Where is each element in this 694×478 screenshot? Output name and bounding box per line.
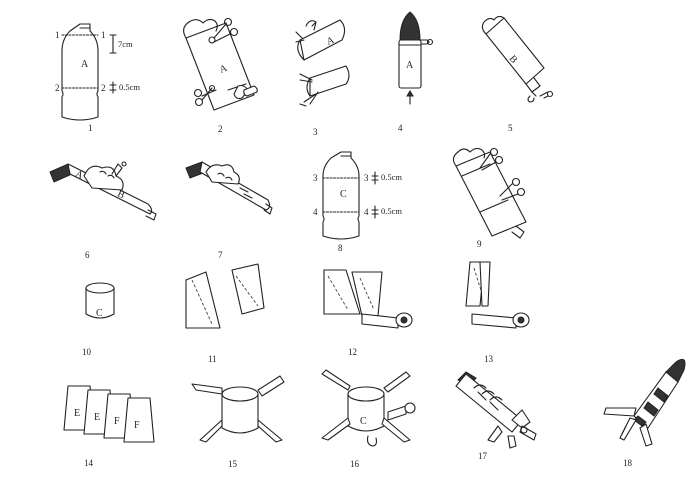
bottle-cap-icon bbox=[243, 85, 258, 97]
step-8-number: 8 bbox=[338, 243, 343, 253]
step-5-bottle-b: B 5 bbox=[481, 15, 554, 133]
step-14-fins-e-f: E E F F 14 bbox=[63, 385, 155, 468]
step-3-sheet-label: A bbox=[325, 35, 336, 48]
step-13-taped-fin: 13 bbox=[465, 261, 530, 364]
fin-f2-label: F bbox=[134, 420, 140, 431]
line-4-left-label: 4 bbox=[313, 207, 318, 217]
step-10-number: 10 bbox=[82, 347, 92, 357]
step-6-assembled-rocket: A B 6 bbox=[49, 161, 157, 260]
step-5-number: 5 bbox=[508, 123, 513, 133]
step-12-number: 12 bbox=[348, 347, 357, 357]
line-1-right-label: 1 bbox=[101, 30, 106, 40]
step-3-number: 3 bbox=[313, 127, 318, 137]
cut-top-a-dimension: 7cm bbox=[118, 39, 133, 49]
step-4-body-label: A bbox=[406, 60, 414, 71]
step-1-bottle-a: A 1 1 2 2 7cm 0.5cm 1 bbox=[55, 23, 140, 133]
step-6-lower-label: B bbox=[115, 188, 126, 201]
cut-bottom-a-dimension: 0.5cm bbox=[119, 82, 140, 92]
line-3-right-label: 3 bbox=[364, 173, 369, 183]
line-2-left-label: 2 bbox=[55, 83, 60, 93]
step-2-number: 2 bbox=[218, 124, 223, 134]
step-17-number: 17 bbox=[478, 451, 488, 461]
step-12-fins-with-tape: 12 bbox=[323, 269, 413, 357]
line-4-right-label: 4 bbox=[364, 207, 369, 217]
cylinder-c-label: C bbox=[96, 308, 103, 319]
fin-e1-label: E bbox=[74, 408, 80, 419]
arrow-up-icon bbox=[406, 90, 414, 105]
step-14-number: 14 bbox=[84, 458, 94, 468]
step-11-fin-templates: 11 bbox=[185, 263, 265, 364]
line-3-left-label: 3 bbox=[313, 173, 318, 183]
step-8-bottle-c: C 3 3 4 4 0.5cm 0.5cm 8 bbox=[313, 151, 402, 253]
step-6-number: 6 bbox=[85, 250, 90, 260]
cut-top-c-dimension: 0.5cm bbox=[381, 172, 402, 182]
step-9-cutting-bottle-c: 9 bbox=[452, 147, 527, 249]
step-2-bottle-label: A bbox=[218, 63, 229, 76]
step-4-number: 4 bbox=[398, 123, 403, 133]
step-3-rolling-sheet: A 3 bbox=[295, 19, 350, 137]
step-2-cutting-bottle: A 2 bbox=[183, 17, 258, 134]
step-13-number: 13 bbox=[484, 354, 494, 364]
step-7-taped-rocket: 7 bbox=[185, 161, 273, 260]
line-2-right-label: 2 bbox=[101, 83, 106, 93]
step-11-number: 11 bbox=[208, 354, 217, 364]
bottle-a-label: A bbox=[81, 59, 89, 70]
step-6-upper-label: A bbox=[73, 168, 85, 181]
fin-f1-label: F bbox=[114, 416, 120, 427]
step-16-number: 16 bbox=[350, 459, 360, 469]
step-10-cylinder-c: C 10 bbox=[82, 282, 115, 357]
fin-e2-label: E bbox=[94, 412, 100, 423]
tape-roll-icon bbox=[512, 312, 530, 328]
bottle-c-label: C bbox=[340, 189, 347, 200]
step-7-number: 7 bbox=[218, 250, 223, 260]
rocket-icon: 18 bbox=[603, 358, 686, 468]
step-1-number: 1 bbox=[88, 123, 93, 133]
step-4-nose-cone: A 4 bbox=[398, 11, 434, 133]
line-1-left-label: 1 bbox=[55, 30, 60, 40]
step-16-cylinder-label: C bbox=[360, 416, 367, 427]
cut-bottom-c-dimension: 0.5cm bbox=[381, 206, 402, 216]
step-17-rocket-assembly: 17 bbox=[455, 371, 537, 461]
step-15-number: 15 bbox=[228, 459, 238, 469]
step-9-number: 9 bbox=[477, 239, 482, 249]
step-15-fins-on-cylinder: 15 bbox=[191, 375, 285, 469]
step-16-fin-assembly: C 16 bbox=[321, 369, 416, 469]
tape-roll-icon bbox=[395, 312, 413, 328]
step-18-number: 18 bbox=[623, 458, 633, 468]
